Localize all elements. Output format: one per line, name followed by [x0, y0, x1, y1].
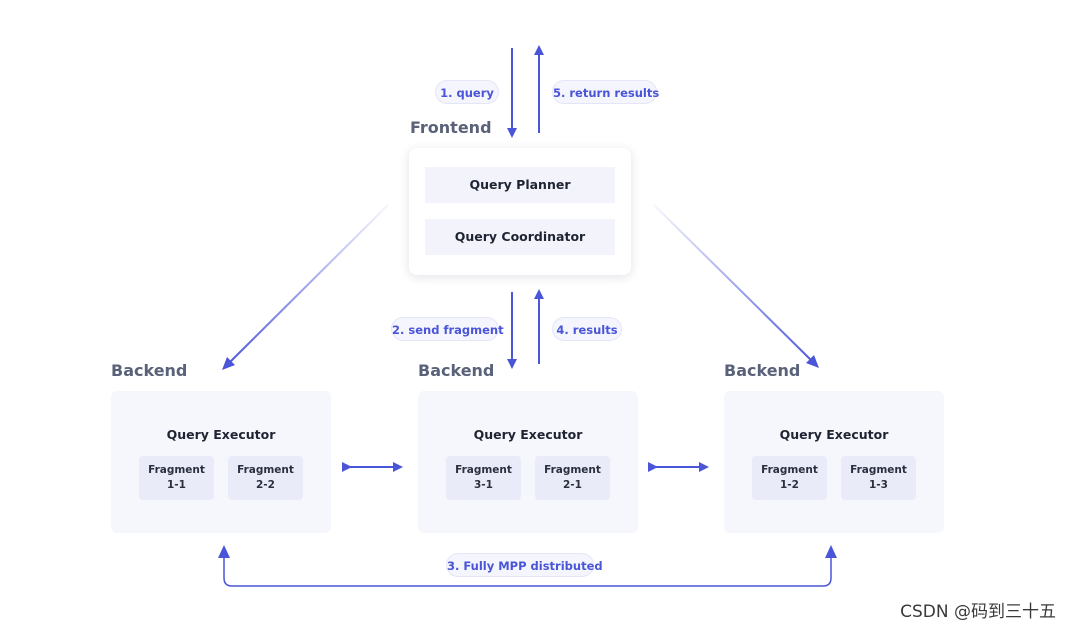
return-results-step-pill: 5. return results	[552, 80, 659, 104]
backend-card-center: Query Executor Fragment 3-1 Fragment 2-1	[418, 391, 638, 533]
query-coordinator: Query Coordinator	[425, 219, 615, 255]
frontend-label: Frontend	[410, 118, 492, 137]
fragment-box: Fragment 1-2	[752, 456, 827, 500]
fragment-label: Fragment	[761, 464, 818, 476]
fragment-label: Fragment	[237, 464, 294, 476]
query-executor-title: Query Executor	[473, 427, 583, 442]
left-diagonal-arrowhead	[222, 357, 235, 370]
backend-label-right: Backend	[724, 361, 801, 380]
mpp-connector-arrow	[223, 548, 832, 587]
backend-label-center: Backend	[418, 361, 495, 380]
backend-card-left: Query Executor Fragment 1-1 Fragment 2-2	[111, 391, 331, 533]
fragment-box: Fragment 2-1	[535, 456, 610, 500]
fragment-box: Fragment 1-3	[841, 456, 916, 500]
right-diagonal-arrowhead	[806, 355, 819, 368]
results-step-pill: 4. results	[552, 317, 622, 341]
csdn-watermark: CSDN @码到三十五	[900, 602, 1056, 622]
frontend-card: Query Planner Query Coordinator	[409, 148, 631, 275]
query-step-pill: 1. query	[435, 80, 499, 104]
fragment-box: Fragment 3-1	[446, 456, 521, 500]
fragment-label: Fragment	[148, 464, 205, 476]
fragment-id: 1-3	[869, 479, 888, 491]
fragment-box: Fragment 1-1	[139, 456, 214, 500]
frontend-to-right-backend-arrow	[653, 204, 816, 365]
send-fragment-step-pill: 2. send fragment	[391, 317, 504, 341]
fragment-label: Fragment	[455, 464, 512, 476]
fragment-box: Fragment 2-2	[228, 456, 303, 500]
fragment-label: Fragment	[544, 464, 601, 476]
frontend-to-left-backend-arrow	[225, 204, 389, 367]
fragment-id: 1-2	[780, 479, 799, 491]
backend-card-right: Query Executor Fragment 1-2 Fragment 1-3	[724, 391, 944, 533]
backend-label-left: Backend	[111, 361, 188, 380]
mpp-right-arrowhead	[825, 545, 837, 558]
mpp-left-arrowhead	[218, 545, 230, 558]
fragment-id: 1-1	[167, 479, 186, 491]
fragment-id: 3-1	[474, 479, 493, 491]
query-planner: Query Planner	[425, 167, 615, 203]
fragment-id: 2-2	[256, 479, 275, 491]
fragment-label: Fragment	[850, 464, 907, 476]
query-executor-title: Query Executor	[779, 427, 889, 442]
fragment-id: 2-1	[563, 479, 582, 491]
query-executor-title: Query Executor	[166, 427, 276, 442]
mpp-step-pill: 3. Fully MPP distributed	[446, 553, 603, 577]
